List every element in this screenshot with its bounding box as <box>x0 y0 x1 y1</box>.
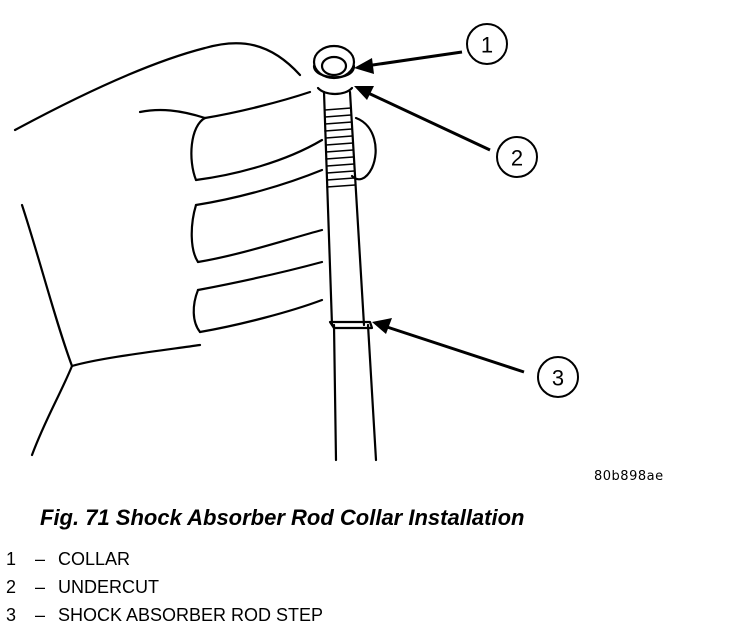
legend-label: SHOCK ABSORBER ROD STEP <box>58 604 324 625</box>
callout-number-2: 2 <box>511 146 523 171</box>
rod-threads <box>324 107 356 188</box>
legend-separator: – <box>34 576 45 597</box>
legend-separator: – <box>34 548 45 569</box>
legend-label: UNDERCUT <box>58 576 159 597</box>
callout-number-3: 3 <box>552 366 564 391</box>
leader-arrow-2 <box>354 86 491 152</box>
callout-legend: 1 – COLLAR 2 – UNDERCUT 3 – SHOCK ABSORB… <box>6 545 323 629</box>
collar-installation-illustration: 1 2 3 <box>13 23 579 462</box>
legend-separator: – <box>34 604 45 625</box>
hand-drawing <box>13 42 377 457</box>
leader-arrow-3 <box>372 318 525 374</box>
legend-label: COLLAR <box>58 548 131 569</box>
legend-item: 2 – UNDERCUT <box>6 573 323 601</box>
callout-circle-2 <box>496 136 538 178</box>
shock-rod <box>322 90 378 462</box>
leader-arrow-1 <box>354 50 463 74</box>
legend-number: 2 <box>6 576 17 597</box>
undercut-part <box>316 86 354 96</box>
callout-circle-1 <box>466 23 508 65</box>
legend-item: 3 – SHOCK ABSORBER ROD STEP <box>6 601 323 629</box>
image-code: 80b898ae <box>594 469 664 484</box>
callout-circle-3 <box>537 356 579 398</box>
legend-number: 3 <box>6 604 17 625</box>
legend-item: 1 – COLLAR <box>6 545 323 573</box>
collar-part <box>312 44 356 80</box>
rod-step <box>328 320 374 330</box>
legend-number: 1 <box>6 548 17 569</box>
figure-title: Fig. 71 Shock Absorber Rod Collar Instal… <box>40 505 525 530</box>
callout-number-1: 1 <box>481 33 493 58</box>
